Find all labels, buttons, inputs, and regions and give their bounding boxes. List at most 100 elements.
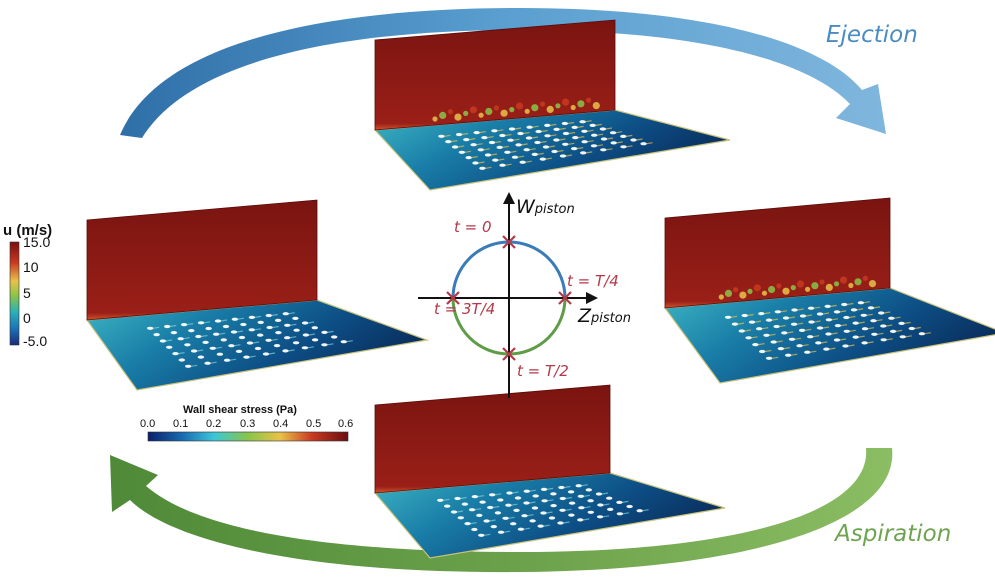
time-label-tT2: t = T/2 bbox=[517, 362, 569, 380]
streak bbox=[288, 349, 295, 352]
streak bbox=[210, 361, 217, 364]
streak bbox=[511, 503, 518, 506]
jet-orifice bbox=[559, 496, 566, 501]
jet-orifice bbox=[595, 492, 603, 496]
jet-orifice bbox=[850, 308, 858, 312]
jet-orifice bbox=[479, 500, 486, 504]
streak bbox=[596, 144, 604, 147]
streak bbox=[848, 344, 855, 347]
streak bbox=[529, 501, 536, 504]
streak bbox=[583, 518, 590, 521]
jet-orifice bbox=[180, 323, 188, 327]
streak bbox=[886, 324, 893, 327]
vortex-blob bbox=[819, 279, 825, 285]
jet-orifice bbox=[463, 138, 470, 142]
vortex-blob bbox=[833, 281, 840, 287]
streak bbox=[563, 521, 570, 524]
streak bbox=[787, 331, 794, 334]
jet-orifice bbox=[230, 330, 238, 334]
streak bbox=[230, 358, 237, 361]
streak bbox=[603, 503, 610, 506]
jet-orifice bbox=[537, 524, 544, 528]
streak bbox=[772, 356, 779, 359]
jet-orifice bbox=[457, 516, 464, 520]
jet-orifice bbox=[262, 352, 270, 356]
jet-orifice bbox=[861, 327, 869, 331]
jet-orifice bbox=[597, 503, 604, 507]
jet-orifice bbox=[445, 140, 452, 144]
jet-orifice bbox=[284, 323, 291, 327]
streak bbox=[568, 131, 576, 135]
jet-orifice bbox=[321, 343, 328, 347]
streak bbox=[849, 315, 856, 319]
wall-shear-tick: 0.3 bbox=[240, 418, 256, 430]
jet-orifice bbox=[185, 364, 192, 368]
jet-orifice bbox=[504, 150, 511, 154]
streak bbox=[495, 493, 502, 496]
vortex-blob bbox=[739, 291, 747, 299]
jet-orifice bbox=[861, 341, 868, 345]
vortex-blob bbox=[577, 100, 585, 108]
streak bbox=[523, 527, 530, 530]
vortex-blob bbox=[463, 110, 469, 116]
time-label-t0: t = 0 bbox=[454, 218, 492, 236]
jet-orifice bbox=[190, 349, 198, 353]
jet-orifice bbox=[548, 516, 556, 520]
streak bbox=[810, 350, 817, 353]
jet-orifice bbox=[626, 504, 633, 509]
jet-orifice bbox=[804, 350, 811, 354]
streak bbox=[577, 125, 584, 128]
streak bbox=[856, 308, 864, 311]
jet-orifice bbox=[758, 312, 765, 316]
streak bbox=[797, 322, 804, 325]
jet-orifice bbox=[170, 331, 178, 335]
phase-diagram bbox=[418, 192, 598, 398]
streak bbox=[268, 352, 276, 355]
streak bbox=[581, 484, 588, 487]
streak bbox=[237, 317, 244, 320]
streak bbox=[346, 340, 353, 343]
streak bbox=[622, 512, 629, 515]
jet-orifice bbox=[589, 123, 596, 127]
jet-orifice bbox=[494, 511, 502, 515]
jet-orifice bbox=[523, 489, 530, 493]
jet-orifice bbox=[777, 347, 785, 351]
jet-orifice bbox=[620, 145, 627, 149]
streak bbox=[616, 141, 623, 144]
jet-orifice bbox=[496, 145, 503, 149]
wall-surface bbox=[374, 384, 611, 494]
vortex-blob bbox=[469, 106, 477, 114]
velocity-tick: 15.0 bbox=[23, 234, 51, 250]
jet-orifice bbox=[275, 331, 282, 335]
jet-orifice bbox=[630, 138, 637, 142]
jet-orifice bbox=[502, 516, 509, 520]
streak bbox=[802, 344, 809, 347]
jet-orifice bbox=[544, 134, 551, 138]
jet-orifice bbox=[568, 501, 576, 505]
jet-orifice bbox=[878, 311, 885, 315]
streak bbox=[483, 148, 490, 151]
streak bbox=[762, 327, 769, 330]
jet-orifice bbox=[541, 499, 548, 503]
streak bbox=[471, 156, 478, 159]
streak bbox=[557, 149, 564, 153]
jet-orifice bbox=[808, 320, 815, 324]
jet-orifice bbox=[899, 335, 906, 339]
streak bbox=[477, 495, 484, 498]
jet-orifice bbox=[781, 331, 788, 335]
jet-orifice bbox=[553, 127, 560, 131]
jet-orifice bbox=[223, 358, 231, 362]
jet-orifice bbox=[785, 353, 792, 357]
velocity-tick: 10 bbox=[23, 259, 39, 275]
jet-orifice bbox=[823, 347, 830, 351]
streak bbox=[839, 338, 847, 341]
jet-orifice bbox=[562, 131, 570, 136]
jet-orifice bbox=[790, 322, 798, 326]
streak bbox=[527, 514, 534, 517]
z-piston-label: Zpiston bbox=[578, 305, 631, 327]
jet-orifice bbox=[557, 521, 564, 525]
streak bbox=[485, 166, 492, 169]
streak bbox=[197, 349, 204, 352]
jet-orifice bbox=[472, 161, 479, 165]
panel-tT4 bbox=[663, 197, 995, 384]
